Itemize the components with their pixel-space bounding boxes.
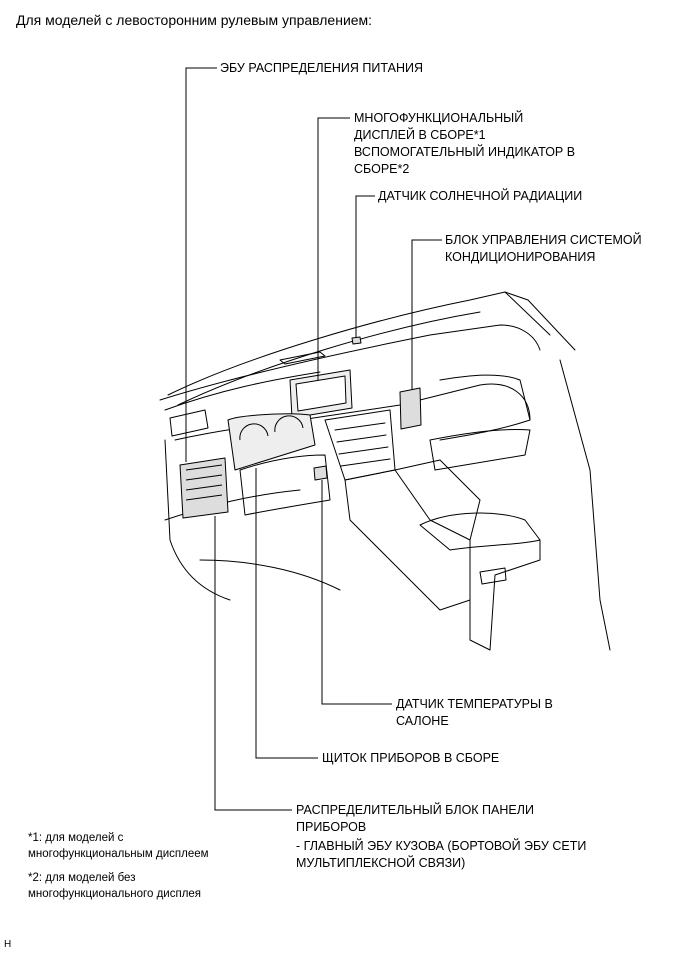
label-line: САЛОНЕ <box>396 714 449 728</box>
floor-left <box>199 559 341 591</box>
glovebox <box>429 428 531 471</box>
door-right <box>559 359 611 651</box>
label-main-body-ecu: - ГЛАВНЫЙ ЭБУ КУЗОВА (БОРТОВОЙ ЭБУ СЕТИ … <box>296 838 586 872</box>
solar-sensor-shape <box>351 336 362 345</box>
footnote-line: *1: для моделей с <box>28 832 124 844</box>
label-line: КОНДИЦИОНИРОВАНИЯ <box>445 250 596 264</box>
footnote-2: *2: для моделей без многофункционального… <box>28 870 201 902</box>
door-left <box>164 439 231 601</box>
leader-solar-sensor <box>355 195 375 337</box>
label-line: ПРИБОРОВ <box>296 820 367 834</box>
label-line: ДИСПЛЕЙ В СБОРЕ*1 <box>354 128 486 142</box>
console-side <box>469 539 541 651</box>
center-console <box>344 469 471 611</box>
footnote-line: многофункциональным дисплеем <box>28 848 209 860</box>
label-line: СБОРЕ*2 <box>354 162 410 176</box>
label-line: МУЛЬТИПЛЕКСНОЙ СВЯЗИ) <box>296 856 466 870</box>
label-junction-block: РАСПРЕДЕЛИТЕЛЬНЫЙ БЛОК ПАНЕЛИ ПРИБОРОВ <box>296 802 534 836</box>
footnote-1: *1: для моделей с многофункциональным ди… <box>28 830 209 862</box>
a-pillar <box>504 291 576 351</box>
dash-face <box>174 383 531 441</box>
left-vent <box>169 409 209 437</box>
heading: Для моделей с левосторонним рулевым упра… <box>16 12 373 28</box>
center-stack-slots <box>334 422 391 467</box>
label-cabin-temp-sensor: ДАТЧИК ТЕМПЕРАТУРЫ В САЛОНЕ <box>396 696 553 730</box>
cluster-housing <box>227 413 316 471</box>
leader-power-dist-ecu <box>185 67 217 462</box>
dash-crest <box>164 371 321 411</box>
label-line: - ГЛАВНЫЙ ЭБУ КУЗОВА (БОРТОВОЙ ЭБУ СЕТИ <box>296 839 587 853</box>
console-front <box>394 459 481 541</box>
footnote-line: многофункционального дисплея <box>28 888 202 900</box>
label-solar-sensor: ДАТЧИК СОЛНЕЧНОЙ РАДИАЦИИ <box>378 189 583 203</box>
defrost-vent <box>279 351 326 365</box>
cluster-dials <box>239 415 304 441</box>
label-line: БЛОК УПРАВЛЕНИЯ СИСТЕМОЙ <box>445 233 642 247</box>
leader-ac-control <box>411 239 442 390</box>
ac-control-unit <box>399 387 422 430</box>
cupholder <box>479 567 507 585</box>
figure-code: H <box>4 939 12 950</box>
label-power-dist-ecu: ЭБУ РАСПРЕДЕЛЕНИЯ ПИТАНИЯ <box>220 61 423 75</box>
label-instrument-cluster: ЩИТОК ПРИБОРОВ В СБОРЕ <box>322 751 500 765</box>
label-line: РАСПРЕДЕЛИТЕЛЬНЫЙ БЛОК ПАНЕЛИ <box>296 803 534 817</box>
label-multi-display: МНОГОФУНКЦИОНАЛЬНЫЙ ДИСПЛЕЙ В СБОРЕ*1 ВС… <box>354 110 575 178</box>
multi-display-screen <box>295 375 347 412</box>
windshield-edge-inner <box>177 311 481 406</box>
label-ac-control: БЛОК УПРАВЛЕНИЯ СИСТЕМОЙ КОНДИЦИОНИРОВАН… <box>445 232 642 266</box>
label-line: ВСПОМОГАТЕЛЬНЫЙ ИНДИКАТОР В <box>354 145 576 159</box>
armrest <box>419 512 541 551</box>
center-stack <box>324 409 396 481</box>
dash-top <box>159 324 541 401</box>
footnote-line: *2: для моделей без <box>28 872 136 884</box>
dash-lower <box>164 489 301 521</box>
leader-multi-display <box>317 117 350 380</box>
knee-panel <box>239 454 331 516</box>
windshield-edge <box>167 291 529 396</box>
passenger-dash <box>439 374 531 441</box>
label-line: МНОГОФУНКЦИОНАЛЬНЫЙ <box>354 111 524 125</box>
temp-sensor-shape <box>313 465 328 481</box>
leader-cabin-temp <box>321 480 392 705</box>
leader-instrument-cluster <box>255 468 318 759</box>
junction-block-detail <box>185 464 223 501</box>
leader-junction-block <box>214 516 292 811</box>
label-line: ДАТЧИК ТЕМПЕРАТУРЫ В <box>396 697 553 711</box>
